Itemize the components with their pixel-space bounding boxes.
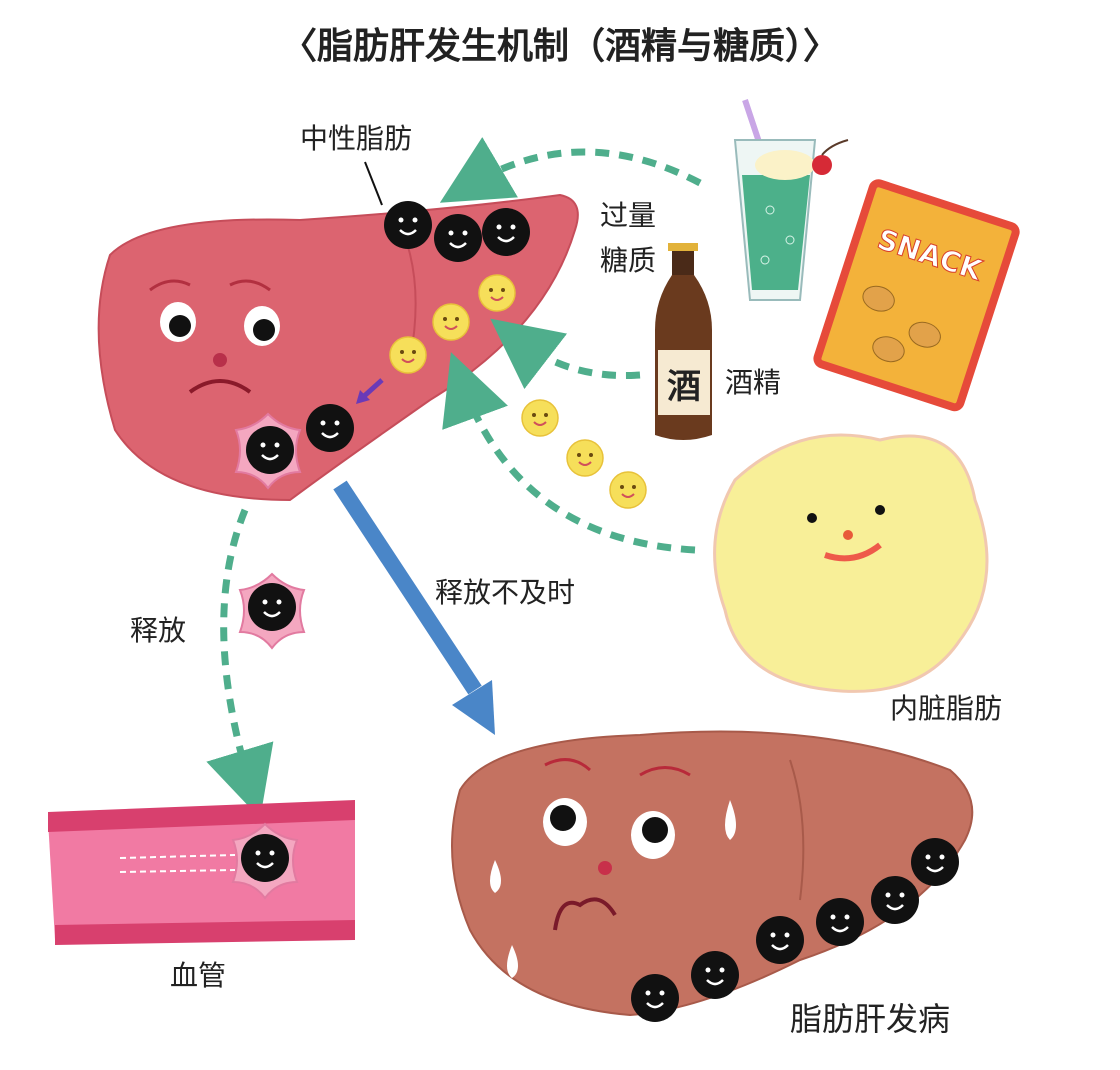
blood-vessel <box>48 800 355 945</box>
sake-bottle-icon: 酒 <box>655 243 712 440</box>
soda-glass-icon <box>733 99 849 301</box>
healthy-liver <box>97 193 579 502</box>
visceral-fat-blob <box>713 433 989 693</box>
fatty-liver <box>451 730 974 1024</box>
release-delayed-arrow <box>333 480 495 735</box>
excess-sugar-label-1: 过量 <box>600 199 656 232</box>
release-label: 释放 <box>130 614 186 647</box>
liver-face <box>149 279 280 394</box>
neutral-fat-droplet <box>382 199 434 251</box>
bottle-label: 酒 <box>667 367 701 407</box>
neutral-fat-label: 中性脂肪 <box>300 122 412 155</box>
release-delayed-label: 释放不及时 <box>435 576 575 609</box>
lipoprotein-droplet <box>244 424 296 476</box>
alcohol-label: 酒精 <box>725 366 781 399</box>
sugar-arrow <box>439 137 702 203</box>
sugar-droplet <box>478 274 516 312</box>
conversion-arrow <box>360 378 384 400</box>
fatty-liver-onset-label: 脂肪肝发病 <box>790 1000 950 1038</box>
blood-vessel-label: 血管 <box>170 959 226 992</box>
sugar-droplet <box>389 336 427 374</box>
neutral-fat-droplet <box>432 212 484 264</box>
visceral-fat-label: 内脏脂肪 <box>890 692 1002 725</box>
page-title: 〈脂肪肝发生机制（酒精与糖质）〉 <box>281 26 839 67</box>
pointer-line <box>364 161 383 206</box>
visceral-fat-arrow <box>442 352 696 554</box>
snack-bag-icon: SNACK <box>813 179 1020 412</box>
sugar-droplet <box>432 303 470 341</box>
release-arrow <box>206 508 274 819</box>
neutral-fat-droplet <box>480 206 532 258</box>
excess-sugar-label-2: 糖质 <box>600 244 656 277</box>
neutral-fat-droplet <box>304 402 356 454</box>
alcohol-arrow <box>490 318 641 390</box>
